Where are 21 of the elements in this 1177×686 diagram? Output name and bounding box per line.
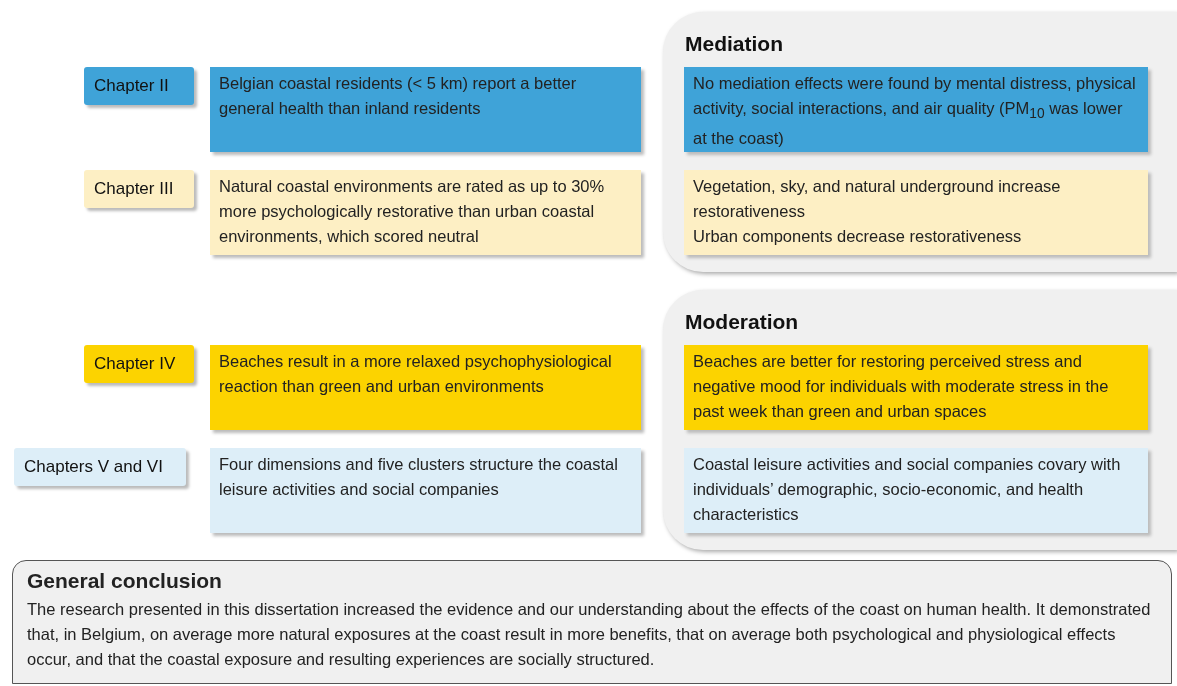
section-panel: [663, 12, 1177, 272]
finding-box: Coastal leisure activities and social companies covary with individuals’ demographic, socio-economic, and health characteristics: [684, 448, 1148, 533]
conclusion-text: The research presented in this dissertation increased the evidence and our understanding about the effects of the coast on human health. It demonstrated that, in Belgium, on average more natural exposures at the coast result in more benefits, that on average both psychological and physiological effects occur, and that the coastal exposure and resulting experiences are socially structured.: [27, 599, 1152, 670]
chapter-tab: Chapter IV: [84, 345, 194, 383]
finding-box: [684, 170, 1148, 255]
finding-box: Beaches result in a more relaxed psychophysiological reaction than green and urban environments: [210, 345, 641, 430]
section-heading: Moderation: [685, 310, 799, 334]
chapter-tab: Chapters V and VI: [14, 448, 186, 486]
chapter-tab: Chapter II: [84, 67, 194, 105]
chapter-tab: Chapter III: [84, 170, 194, 208]
finding-box: Four dimensions and five clusters structure the coastal leisure activities and social companies: [210, 448, 641, 533]
conclusion-heading: General conclusion: [27, 569, 223, 593]
finding-box: No mediation effects were found by mental distress, physical activity, social interactions, and air quality (PM$_{10}$ was lower at the coast): [684, 67, 1148, 152]
section-heading: Mediation: [685, 32, 783, 56]
finding-text: Vegetation, sky, and natural underground increase restorativeness: [693, 176, 1062, 222]
section-panel: [663, 290, 1177, 550]
conclusion-panel: [12, 560, 1172, 684]
finding-text: Urban components decrease restorativeness: [693, 226, 1023, 247]
finding-box: Beaches are better for restoring perceived stress and negative mood for individuals with moderate stress in the past week than green and urban spaces: [684, 345, 1148, 430]
finding-box: Belgian coastal residents (< 5 km) report a better general health than inland residents: [210, 67, 641, 152]
finding-box: Natural coastal environments are rated as up to 30% more psychologically restorative than urban coastal environments, which scored neutral: [210, 170, 641, 255]
